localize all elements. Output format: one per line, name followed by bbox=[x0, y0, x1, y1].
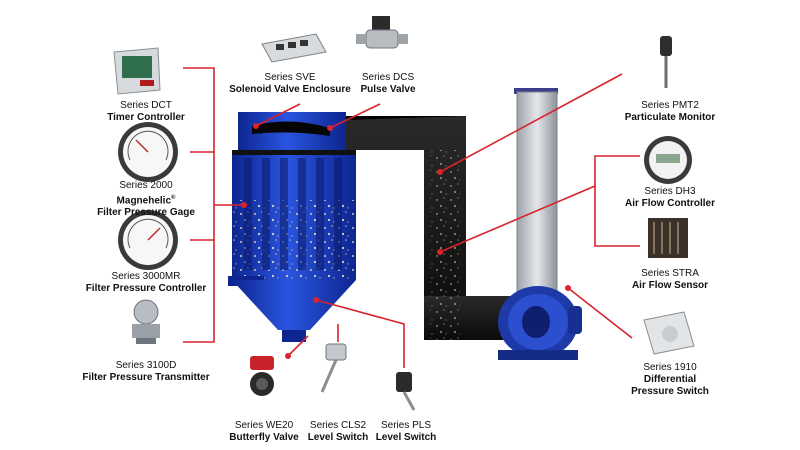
outlet-duct bbox=[346, 116, 520, 340]
differential-pressure-switch-icon bbox=[643, 311, 695, 355]
label-dcs-series: Series DCS bbox=[361, 72, 415, 83]
label-dct: Series DCT Timer Controller bbox=[86, 100, 206, 124]
butterfly-valve-icon bbox=[250, 356, 274, 396]
label-cls2-series: Series CLS2 bbox=[309, 420, 367, 431]
label-1910-name2: Pressure Switch bbox=[631, 386, 709, 397]
label-pls-series: Series PLS bbox=[380, 420, 432, 431]
label-dcs-name: Pulse Valve bbox=[360, 84, 416, 95]
pressure-transmitter-icon bbox=[132, 299, 160, 344]
label-pls: Series PLS Level Switch bbox=[368, 420, 444, 444]
label-stra-name: Air Flow Sensor bbox=[631, 280, 709, 291]
label-sve: Series SVE Solenoid Valve Enclosure bbox=[226, 72, 354, 96]
label-dcs: Series DCS Pulse Valve bbox=[348, 72, 428, 96]
label-dh3: Series DH3 Air Flow Controller bbox=[620, 186, 720, 210]
label-3100d-name: Filter Pressure Transmitter bbox=[82, 372, 210, 383]
label-stra: Series STRA Air Flow Sensor bbox=[620, 268, 720, 292]
label-3000mr-series: Series 3000MR bbox=[111, 271, 181, 282]
timer-controller-icon bbox=[113, 47, 161, 95]
label-we20-name: Butterfly Valve bbox=[229, 432, 299, 443]
label-dh3-name: Air Flow Controller bbox=[625, 198, 715, 209]
label-pmt2: Series PMT2 Particulate Monitor bbox=[620, 100, 720, 124]
label-2000: Series 2000 Magnehelic® Filter Pressure … bbox=[82, 180, 210, 219]
leader-1910 bbox=[567, 287, 633, 339]
leader-dcs bbox=[329, 103, 381, 129]
air-flow-sensor-icon bbox=[648, 218, 688, 258]
label-sve-series: Series SVE bbox=[264, 72, 316, 83]
label-sve-name: Solenoid Valve Enclosure bbox=[229, 84, 351, 95]
leader-sve bbox=[255, 103, 301, 127]
filter-bags bbox=[244, 158, 342, 270]
label-cls2-name: Level Switch bbox=[307, 432, 369, 443]
label-2000-name2: Filter Pressure Gage bbox=[97, 207, 195, 219]
leader-dots bbox=[241, 123, 571, 359]
solenoid-valve-enclosure-icon bbox=[261, 33, 327, 63]
leader-we20 bbox=[287, 335, 309, 357]
label-2000-series: Series 2000 bbox=[119, 180, 173, 191]
cls2-level-switch-icon bbox=[320, 343, 347, 393]
leader-hopper-ls bbox=[315, 299, 405, 368]
particulate-monitor-icon bbox=[660, 36, 672, 88]
label-1910: Series 1910 Differential Pressure Switch bbox=[620, 362, 720, 398]
label-dct-name: Timer Controller bbox=[107, 112, 185, 123]
air-flow-controller-icon bbox=[644, 136, 692, 184]
label-3000mr-name: Filter Pressure Controller bbox=[85, 283, 207, 294]
label-pmt2-name: Particulate Monitor bbox=[624, 112, 716, 123]
label-cls2: Series CLS2 Level Switch bbox=[300, 420, 376, 444]
label-1910-series: Series 1910 bbox=[643, 362, 697, 373]
dust-collector-vessel bbox=[228, 112, 356, 342]
blower bbox=[498, 286, 582, 360]
label-3100d: Series 3100D Filter Pressure Transmitter bbox=[72, 360, 220, 384]
label-we20-series: Series WE20 bbox=[234, 420, 294, 431]
label-2000-name: Magnehelic® bbox=[116, 195, 176, 207]
label-stra-series: Series STRA bbox=[641, 268, 699, 279]
label-dh3-series: Series DH3 bbox=[644, 186, 696, 197]
label-1910-name: Differential bbox=[643, 374, 697, 385]
label-dct-series: Series DCT bbox=[120, 100, 172, 111]
leader-pmt2 bbox=[439, 73, 623, 173]
magnehelic-gauge-icon bbox=[118, 122, 178, 182]
leader-dh3 bbox=[439, 185, 596, 253]
label-we20: Series WE20 Butterfly Valve bbox=[226, 420, 302, 444]
filter-pressure-controller-icon bbox=[118, 210, 178, 270]
label-3100d-series: Series 3100D bbox=[115, 360, 177, 371]
label-3000mr: Series 3000MR Filter Pressure Controller bbox=[76, 271, 216, 295]
leader-dh3-bracket bbox=[594, 155, 640, 247]
leader-lines bbox=[183, 67, 640, 368]
label-pmt2-series: Series PMT2 bbox=[641, 100, 699, 111]
pulse-valve-icon bbox=[356, 16, 408, 49]
pls-level-switch-icon bbox=[396, 372, 416, 411]
label-pls-name: Level Switch bbox=[375, 432, 437, 443]
